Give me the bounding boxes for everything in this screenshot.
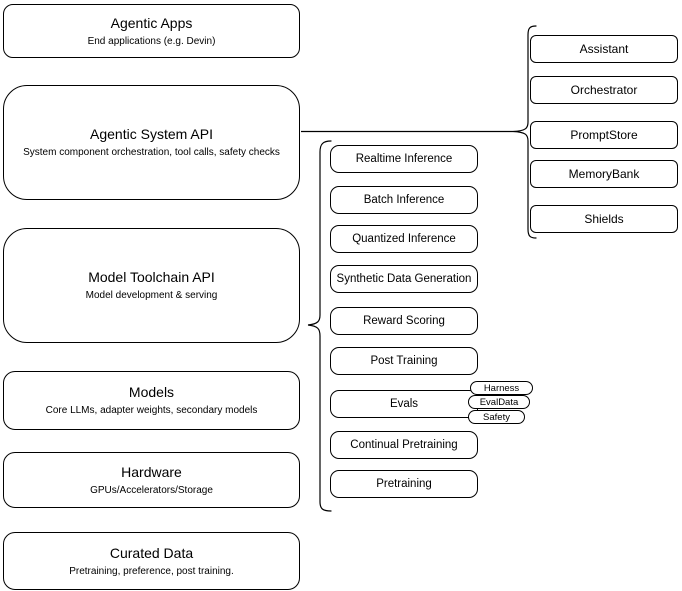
node-reward-scoring: Reward Scoring bbox=[330, 307, 478, 335]
node-promptstore: PromptStore bbox=[530, 121, 678, 149]
node-curated-data: Curated Data Pretraining, preference, po… bbox=[3, 532, 300, 590]
node-label: Synthetic Data Generation bbox=[336, 273, 472, 285]
node-evals: Evals bbox=[330, 390, 478, 418]
node-label: Reward Scoring bbox=[363, 315, 445, 327]
node-agentic-system-api: Agentic System API System component orch… bbox=[3, 85, 300, 200]
node-continual-pretraining: Continual Pretraining bbox=[330, 431, 478, 459]
node-label: Assistant bbox=[579, 42, 629, 56]
node-orchestrator: Orchestrator bbox=[530, 76, 678, 104]
tag-label: Safety bbox=[483, 411, 510, 423]
node-title: Hardware bbox=[121, 463, 182, 480]
node-label: MemoryBank bbox=[568, 167, 640, 181]
node-models: Models Core LLMs, adapter weights, secon… bbox=[3, 371, 300, 430]
node-agentic-apps: Agentic Apps End applications (e.g. Devi… bbox=[3, 4, 300, 58]
node-synthetic-data-generation: Synthetic Data Generation bbox=[330, 265, 478, 293]
node-hardware: Hardware GPUs/Accelerators/Storage bbox=[3, 452, 300, 508]
node-label: Quantized Inference bbox=[352, 233, 456, 245]
node-subtitle: GPUs/Accelerators/Storage bbox=[90, 484, 213, 496]
node-shields: Shields bbox=[530, 205, 678, 233]
evals-tag-harness: Harness bbox=[470, 381, 533, 395]
node-assistant: Assistant bbox=[530, 35, 678, 63]
node-memorybank: MemoryBank bbox=[530, 160, 678, 188]
node-label: Post Training bbox=[370, 355, 438, 367]
node-quantized-inference: Quantized Inference bbox=[330, 225, 478, 253]
node-realtime-inference: Realtime Inference bbox=[330, 145, 478, 173]
node-label: PromptStore bbox=[570, 128, 638, 142]
tag-label: EvalData bbox=[479, 396, 519, 408]
node-subtitle: Core LLMs, adapter weights, secondary mo… bbox=[45, 405, 258, 416]
node-title: Agentic Apps bbox=[110, 14, 193, 31]
node-model-toolchain-api: Model Toolchain API Model development & … bbox=[3, 228, 300, 343]
node-title: Curated Data bbox=[109, 544, 194, 561]
node-subtitle: Model development & serving bbox=[85, 290, 218, 301]
node-title: Model Toolchain API bbox=[88, 269, 215, 285]
node-label: Batch Inference bbox=[363, 194, 445, 206]
node-label: Realtime Inference bbox=[355, 153, 453, 165]
toolchain-brace bbox=[307, 140, 332, 512]
node-pretraining: Pretraining bbox=[330, 470, 478, 498]
tag-label: Harness bbox=[483, 382, 520, 394]
evals-tag-evaldata: EvalData bbox=[468, 395, 530, 409]
node-label: Continual Pretraining bbox=[350, 439, 458, 451]
node-post-training: Post Training bbox=[330, 347, 478, 375]
node-batch-inference: Batch Inference bbox=[330, 186, 478, 214]
node-label: Shields bbox=[584, 212, 624, 226]
evals-tag-safety: Safety bbox=[468, 410, 525, 424]
node-label: Orchestrator bbox=[570, 83, 638, 97]
node-label: Evals bbox=[389, 398, 419, 410]
node-title: Models bbox=[128, 384, 175, 400]
node-label: Pretraining bbox=[376, 478, 432, 490]
node-subtitle: System component orchestration, tool cal… bbox=[23, 147, 280, 158]
node-subtitle: End applications (e.g. Devin) bbox=[87, 35, 216, 47]
node-subtitle: Pretraining, preference, post training. bbox=[69, 565, 234, 577]
node-title: Agentic System API bbox=[90, 126, 213, 142]
